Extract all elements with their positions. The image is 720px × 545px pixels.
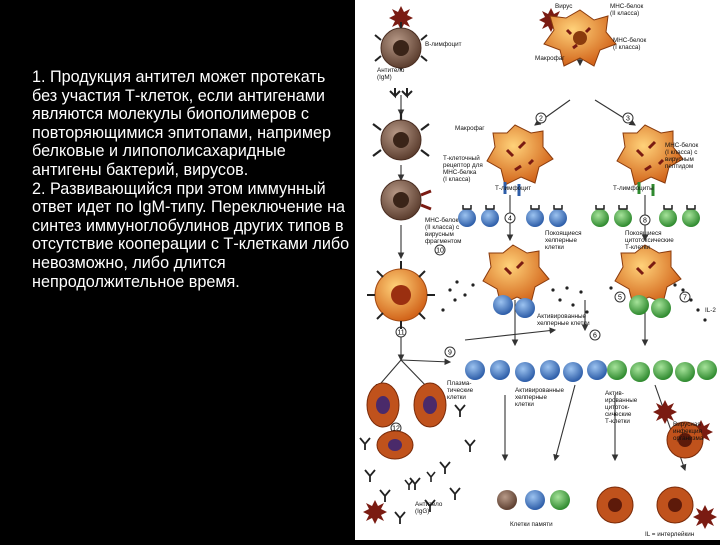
- label-virus: Вирус: [555, 3, 572, 10]
- label-macrophage-mid: Макрофаг: [455, 125, 485, 132]
- diagram-labels: Вирус МНС-белок(II класса) МНС-белок(I к…: [377, 2, 716, 538]
- virus-icon: [389, 6, 413, 30]
- interleukin-dots: [441, 280, 707, 322]
- step-marker: [535, 112, 547, 124]
- step-number: 3: [626, 116, 630, 123]
- macrophage-lower-left: [482, 244, 550, 306]
- step-number: 8: [643, 218, 647, 225]
- activated-helper-cells: [465, 295, 607, 382]
- resting-helper-cells: [458, 205, 567, 227]
- antibody-igg-icons: [404, 471, 436, 490]
- label-mhc1-top: МНС-белок(I класса): [613, 36, 647, 51]
- label-il2: IL-2: [705, 307, 716, 314]
- step-number: 7: [683, 295, 687, 302]
- step-number: 2: [539, 116, 543, 123]
- activated-cytotoxic-cells: [607, 295, 717, 382]
- paragraph-2: 2. Развивающийся при этом иммунный ответ…: [32, 179, 350, 291]
- macrophage-left: [486, 124, 554, 196]
- activated-b-cell: [367, 261, 435, 329]
- antibody-swarm: [359, 404, 476, 524]
- b-cell-with-antigen: [372, 112, 430, 161]
- label-il-legend: IL = интерлейкин: [645, 530, 695, 538]
- label-b-lymphocyte: В-лимфоцит: [425, 41, 462, 48]
- step-marker: [589, 329, 601, 341]
- label-memory-cells: Клетки памяти: [510, 521, 553, 528]
- label-antibody-igm: Антитело(IgM): [377, 67, 405, 81]
- step-marker: [679, 291, 691, 303]
- immune-response-diagram: 1 2 3 4 5 6 7 8 9 10 11 12: [355, 0, 720, 540]
- label-macrophage-top: Макрофаг: [535, 55, 565, 62]
- virus-icon: [693, 505, 717, 529]
- macrophage-lower-right: [614, 244, 682, 306]
- step-number: 12: [392, 426, 400, 433]
- b-cell-presenting: [380, 179, 432, 221]
- virus-icon: [653, 400, 677, 424]
- step-number: 6: [593, 333, 597, 340]
- step-marker: [622, 112, 634, 124]
- infected-cells: [596, 421, 704, 524]
- step-marker: [444, 346, 456, 358]
- step-number: 9: [448, 350, 452, 357]
- label-antibody-igg: Антитело(IgG): [415, 501, 443, 515]
- label-t-lymph-left: Т-лимфоцит: [495, 185, 531, 192]
- step-number: 11: [397, 330, 404, 337]
- resting-cytotoxic-cells: [591, 205, 700, 227]
- macrophage-top: [543, 9, 617, 67]
- step-number: 5: [618, 295, 622, 302]
- label-mhc2-top: МНС-белок(II класса): [610, 2, 644, 17]
- step-number: 10: [436, 248, 444, 255]
- macrophage-right: [616, 124, 684, 196]
- step-marker: [614, 291, 626, 303]
- step-marker: [434, 244, 446, 256]
- plasma-cells: [366, 382, 447, 460]
- step-marker: [504, 212, 516, 224]
- b-lymphocyte: [374, 22, 428, 69]
- explanation-text: 1. Продукция антител может протекать без…: [32, 68, 350, 291]
- step-marker: [639, 214, 651, 226]
- paragraph-1: 1. Продукция антител может протекать без…: [32, 68, 331, 179]
- antibody-igm-icon: [389, 88, 413, 99]
- virus-icon: [363, 500, 387, 524]
- step-number: 4: [508, 216, 512, 223]
- label-t-lymph-right: Т-лимфоциты: [613, 185, 654, 192]
- memory-cells: [497, 490, 570, 510]
